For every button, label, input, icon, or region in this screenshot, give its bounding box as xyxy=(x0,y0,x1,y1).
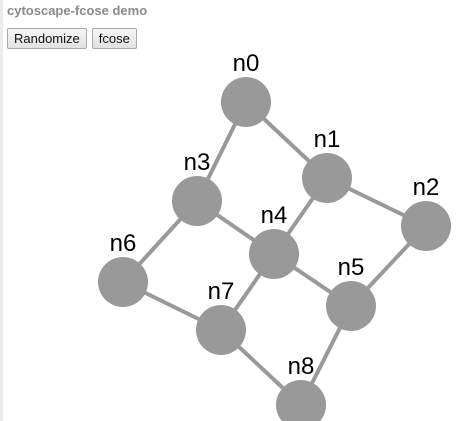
fcose-button[interactable]: fcose xyxy=(91,28,137,49)
toolbar: Randomize fcose xyxy=(7,28,137,49)
node-circle-n4[interactable] xyxy=(249,229,299,279)
node-label-n6: n6 xyxy=(110,230,137,257)
node-circle-n5[interactable] xyxy=(326,281,376,331)
randomize-button[interactable]: Randomize xyxy=(7,28,87,49)
node-n5[interactable]: n5 xyxy=(326,254,376,331)
node-n1[interactable]: n1 xyxy=(302,126,352,203)
node-n2[interactable]: n2 xyxy=(401,174,451,251)
node-n4[interactable]: n4 xyxy=(249,202,299,279)
left-edge-divider xyxy=(0,0,3,421)
node-label-n5: n5 xyxy=(338,254,365,281)
node-label-n1: n1 xyxy=(314,126,341,153)
node-circle-n7[interactable] xyxy=(196,305,246,355)
node-n8[interactable]: n8 xyxy=(276,353,326,421)
node-circle-n3[interactable] xyxy=(172,176,222,226)
node-n7[interactable]: n7 xyxy=(196,278,246,355)
node-circle-n6[interactable] xyxy=(98,257,148,307)
node-circle-n0[interactable] xyxy=(221,77,271,127)
node-circle-n1[interactable] xyxy=(302,153,352,203)
node-circle-n8[interactable] xyxy=(276,380,326,421)
node-label-n2: n2 xyxy=(413,174,440,201)
node-circle-n2[interactable] xyxy=(401,201,451,251)
node-n6[interactable]: n6 xyxy=(98,230,148,307)
node-n0[interactable]: n0 xyxy=(221,50,271,127)
node-n3[interactable]: n3 xyxy=(172,149,222,226)
node-label-n7: n7 xyxy=(208,278,235,305)
node-label-n8: n8 xyxy=(288,353,315,380)
node-label-n0: n0 xyxy=(233,50,260,77)
node-label-n4: n4 xyxy=(261,202,288,229)
page-title: cytoscape-fcose demo xyxy=(7,3,148,18)
node-label-n3: n3 xyxy=(184,149,211,176)
graph-nodes: n0 n1 n2 n3 n4 n5 n6 n7 n8 xyxy=(98,50,451,421)
